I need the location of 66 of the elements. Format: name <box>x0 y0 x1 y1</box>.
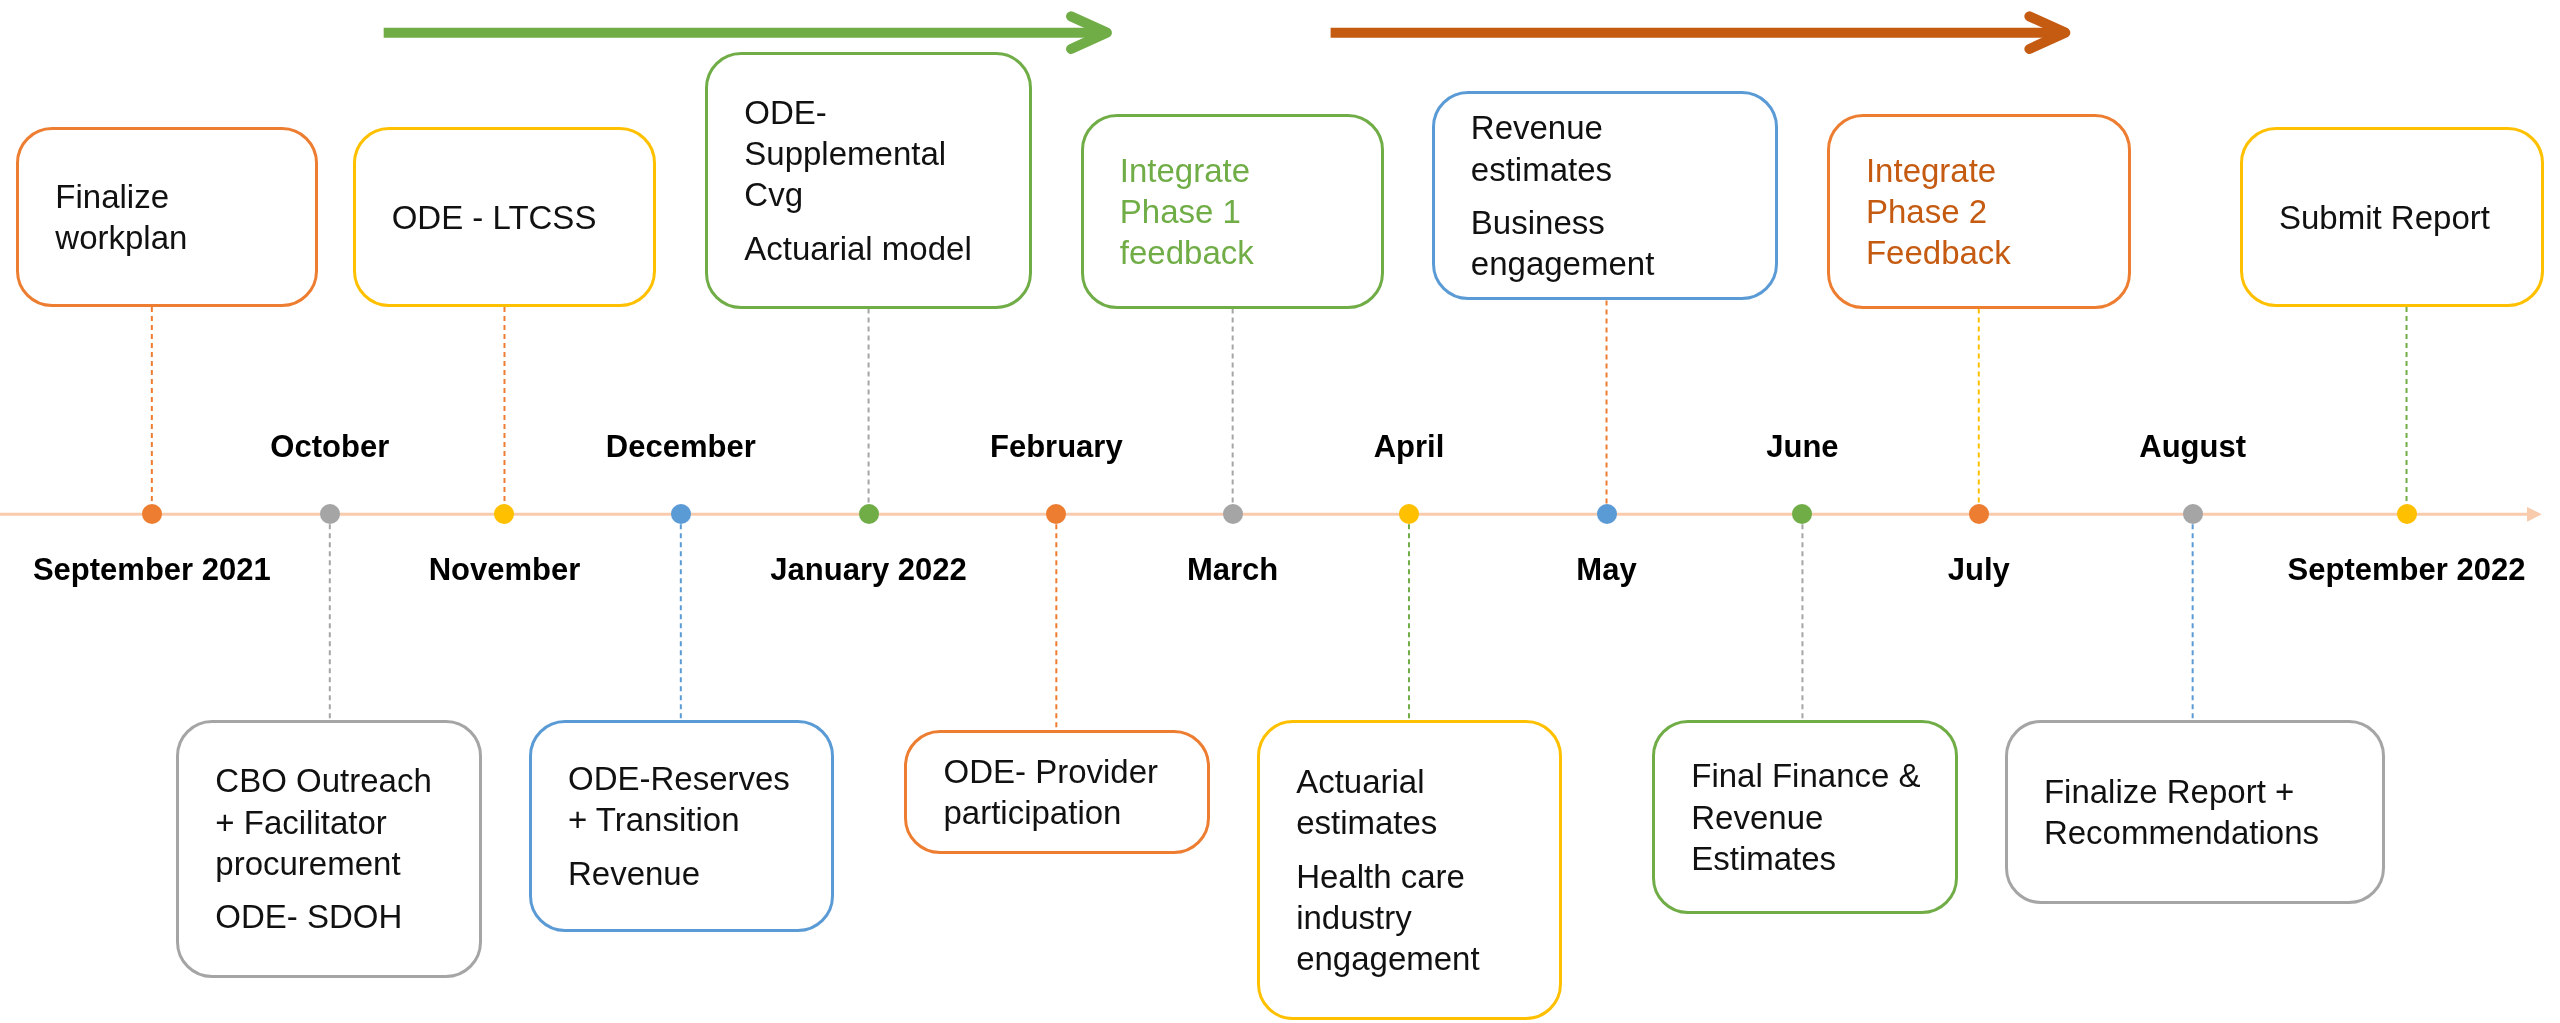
milestone-box <box>1826 114 2131 309</box>
timeline-dot <box>141 504 162 525</box>
timeline-dot <box>1968 504 1989 525</box>
milestone-text: ODE- SDOH <box>215 897 404 938</box>
month-label: November <box>428 551 581 588</box>
leader-line <box>1977 307 1980 506</box>
milestone-text: Revenue estimates <box>1470 108 1614 190</box>
month-label: July <box>1947 551 2010 588</box>
timeline-dot <box>1222 504 1243 525</box>
month-label: August <box>2139 429 2246 466</box>
timeline-dot <box>1046 504 1067 525</box>
month-label: December <box>605 429 756 466</box>
milestone-box <box>1431 91 1778 301</box>
milestone-box <box>2240 127 2544 307</box>
milestone-text: ODE-Reserves + Transition <box>567 759 791 841</box>
milestone-text: Revenue <box>567 853 702 894</box>
milestone-text: Submit Report <box>2279 197 2491 238</box>
milestone-text: ODE-Supplemental Cvg <box>744 92 948 216</box>
milestone-box <box>1652 720 1958 915</box>
leader-line <box>1408 523 1410 721</box>
month-label: October <box>270 429 390 466</box>
leader-line <box>1605 299 1608 506</box>
timeline-dot <box>494 504 515 525</box>
month-label: March <box>1187 551 1279 588</box>
month-label: September 2022 <box>2287 551 2526 588</box>
milestone-text: Health care industry engagement <box>1296 856 1481 980</box>
timeline-dot <box>1398 504 1419 525</box>
timeline-dot <box>2182 504 2203 525</box>
timeline-dot <box>1792 504 1813 525</box>
milestone-box <box>1080 114 1385 309</box>
month-label: February <box>990 429 1123 466</box>
milestone-text: Final Finance & Revenue Estimates <box>1691 756 1922 879</box>
milestone-box <box>16 127 319 307</box>
milestone-box <box>176 720 482 978</box>
milestone-text: Finalize workplan <box>55 176 189 259</box>
leader-line <box>679 523 682 721</box>
month-label: September 2021 <box>32 551 271 588</box>
month-label: May <box>1576 551 1637 588</box>
milestone-box <box>705 52 1032 309</box>
timeline-dot <box>1596 504 1617 525</box>
milestone-box <box>1257 720 1563 1021</box>
milestone-box <box>2004 720 2386 905</box>
timeline-dot <box>2396 504 2417 525</box>
milestone-box <box>904 729 1210 854</box>
leader-line <box>867 307 870 506</box>
milestone-box <box>352 127 657 307</box>
leader-line <box>1231 307 1234 506</box>
milestone-text: Finalize Report + Recommendations <box>2043 772 2321 854</box>
month-label: January 2022 <box>770 551 967 588</box>
milestone-text: ODE- Provider participation <box>943 751 1160 833</box>
milestone-text: ODE - LTCSS <box>391 197 598 238</box>
timeline-dot <box>319 504 340 525</box>
timeline-dot <box>858 504 879 525</box>
milestone-text: CBO Outreach + Facilitator procurement <box>215 761 433 884</box>
month-label: April <box>1373 429 1445 466</box>
milestone-text: Integrate Phase 1 feedback <box>1119 150 1255 274</box>
milestone-box <box>528 720 835 933</box>
timeline-dot <box>670 504 691 525</box>
month-label: June <box>1766 429 1839 466</box>
milestone-text: Integrate Phase 2 Feedback <box>1865 150 2012 274</box>
leader-line <box>328 523 331 721</box>
leader-line <box>2191 523 2194 721</box>
leader-line <box>1801 523 1804 721</box>
milestone-text: Actuarial model <box>744 228 973 269</box>
milestone-text: Business engagement <box>1470 202 1656 285</box>
milestone-text: Actuarial estimates <box>1296 762 1439 844</box>
